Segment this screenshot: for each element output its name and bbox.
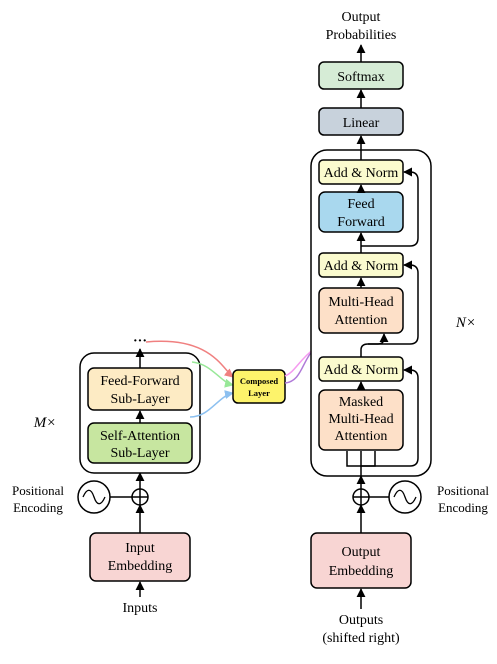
decoder-positional-line2: Encoding <box>438 500 488 515</box>
feed-forward-sublayer-line2: Sub-Layer <box>110 392 169 407</box>
blue-connection-arrow <box>189 390 234 418</box>
multi-head-attention-line1: Multi-Head <box>328 295 393 310</box>
composed-layer-line1: Composed <box>240 376 279 386</box>
add-norm-1-label: Add & Norm <box>324 363 399 378</box>
output-embedding-line1: Output <box>342 545 381 560</box>
encoder-positional-line1: Positional <box>12 483 64 498</box>
encoder-repeat-label: M× <box>33 415 57 431</box>
composed-layer-box <box>232 369 286 404</box>
decoder-repeat-label: N× <box>455 315 476 331</box>
decoder: Outputs (shifted right) Output Embedding… <box>310 10 489 646</box>
decoder-sum-icon <box>352 488 370 506</box>
encoder-ellipsis: ··· <box>133 334 147 349</box>
softmax-label: Softmax <box>337 70 384 85</box>
feed-forward-sublayer-line1: Feed-Forward <box>100 374 179 389</box>
linear-label: Linear <box>343 116 380 131</box>
encoder-sum-icon <box>131 488 149 506</box>
residual-arrow-3 <box>361 167 419 247</box>
residual-arrow-1 <box>361 365 419 467</box>
self-attention-line1: Self-Attention <box>100 429 180 444</box>
inputs-label: Inputs <box>123 601 158 616</box>
masked-attention-line3: Attention <box>335 429 388 444</box>
output-embedding-box <box>310 532 412 589</box>
encoder-positional-line2: Encoding <box>13 500 63 515</box>
green-connection-arrow <box>191 361 234 388</box>
input-embedding-line2: Embedding <box>108 559 173 574</box>
outputs-label-line1: Outputs <box>339 613 383 628</box>
output-embedding-line2: Embedding <box>329 564 394 579</box>
red-connection-arrow <box>145 340 234 378</box>
decoder-positional-encoding-icon <box>369 480 422 514</box>
decoder-positional-line1: Positional <box>437 483 489 498</box>
output-probabilities-line2: Probabilities <box>326 28 397 43</box>
self-attention-line2: Sub-Layer <box>110 446 169 461</box>
encoder: Inputs Input Embedding Positional Encodi… <box>12 334 201 616</box>
outputs-label-line2: (shifted right) <box>322 631 400 646</box>
masked-attention-line2: Multi-Head <box>328 412 393 427</box>
multi-head-attention-line2: Attention <box>335 313 388 328</box>
encoder-positional-encoding-icon <box>77 480 132 514</box>
masked-attention-input-split <box>346 451 376 476</box>
feed-forward-line1: Feed <box>347 197 374 212</box>
add-norm-2-label: Add & Norm <box>324 259 399 274</box>
add-norm-3-label: Add & Norm <box>324 166 399 181</box>
masked-attention-line1: Masked <box>339 395 383 410</box>
output-probabilities-line1: Output <box>342 10 381 25</box>
input-embedding-line1: Input <box>125 541 155 556</box>
feed-forward-line2: Forward <box>337 215 384 230</box>
composed-layer-line2: Layer <box>248 388 270 398</box>
residual-arrow-2 <box>368 260 419 345</box>
